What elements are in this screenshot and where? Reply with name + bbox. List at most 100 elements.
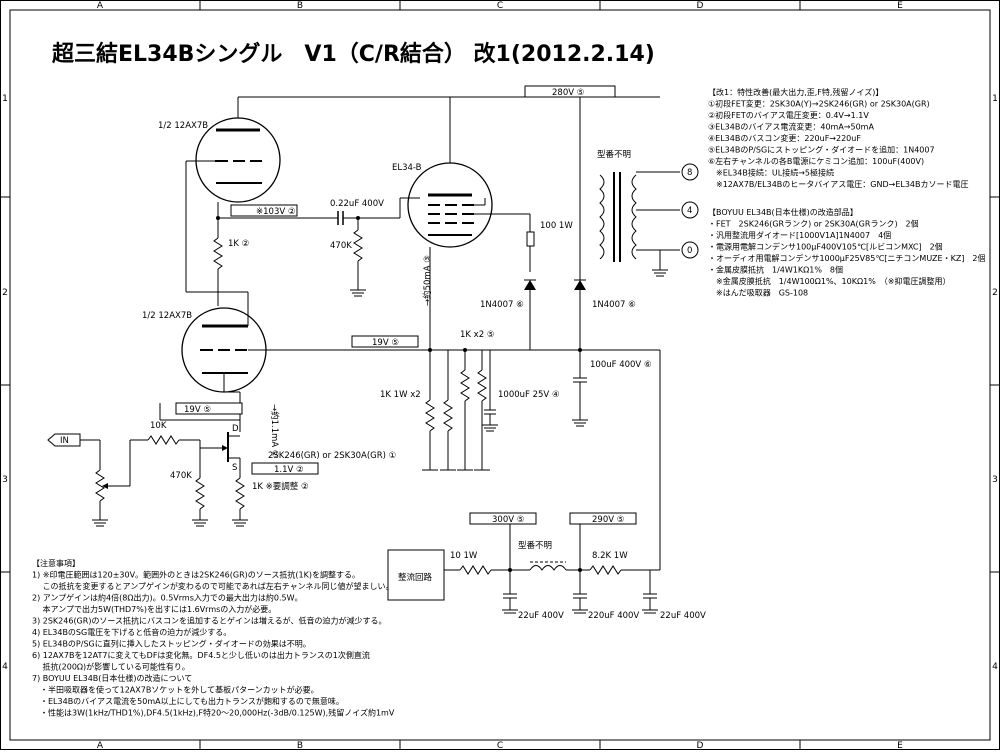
grid-row-4: 4	[2, 662, 8, 672]
diode2-label: 1N4007 ⑥	[592, 300, 636, 310]
caution-note-line: 【注意事項】	[32, 558, 80, 568]
caution-note-line: ・EL34Bのバイアス電流を50mA以上にしても出力トランスが飽和するので無意味…	[32, 696, 344, 706]
revision-note-line: 【改1：特性改善(最大出力,歪,F特,残留ノイズ)】	[708, 87, 883, 97]
psu-c1-label: 22uF 400V	[518, 611, 564, 621]
grid-row-4-right: 4	[992, 662, 998, 672]
voltage-280v: 280V ⑤	[552, 88, 584, 98]
cathode-res-1w-label: 1K 1W x2	[380, 390, 421, 400]
voltage-300v: 300V ⑤	[492, 515, 524, 525]
voltage-box-103v	[230, 204, 298, 217]
voltage-103v: ※103V ②	[256, 207, 295, 217]
revision-note-line: ②初段FETのバイアス電圧変更：0.4V→1.1V	[708, 110, 869, 120]
tube-v1b-label: 1/2 12AX7B	[142, 311, 192, 321]
bias-current-label: →約50mA ③	[422, 255, 433, 306]
fet-gate-res-label: 10K	[150, 421, 167, 431]
psu-r1-label: 10 1W	[450, 551, 478, 561]
power-supply	[387, 520, 661, 614]
caution-note-line: この抵抗を変更するとアンプゲインが変わるので可能であれば左右チャンネル同じ値が望…	[32, 581, 394, 591]
fet-label: 2SK246(GR) or 2SK30A(GR) ①	[268, 451, 396, 461]
caution-note-line: 1) ※印電圧範囲は120±30V。範囲外のときは2SK246(GR)のソース抵…	[32, 570, 360, 580]
caution-note-line: 7) BOYUU EL34B(日本仕様)の改造について	[32, 673, 192, 683]
grid-col-d-bottom: D	[697, 741, 704, 750]
page-title: 超三結EL34Bシングル V1（C/R結合） 改1(2012.2.14)	[52, 41, 655, 67]
grid-col-a: A	[97, 1, 104, 11]
grid-col-c: C	[497, 1, 503, 11]
parts-note-line: ・金属皮膜抵抗 1/4W1KΩ1% 8個	[708, 265, 843, 275]
psu-choke-label: 型番不明	[518, 540, 552, 551]
caution-notes: 【注意事項】 1) ※印電圧範囲は120±30V。範囲外のときは2SK246(GR…	[32, 558, 395, 718]
revision-note-line: ⑤EL34BのP/SGにストッピング・ダイオードを追加：1N4007	[708, 145, 935, 155]
grid-row-2: 2	[2, 288, 8, 298]
caution-note-line: 5) EL34BのP/SGに直列に挿入したストッピング・ダイオードの効果は不明。	[32, 639, 311, 649]
cathode-res-x2-label: 1K x2 ⑤	[460, 330, 494, 340]
voltage-box-280v	[524, 85, 616, 98]
tube-el34-label: EL34-B	[392, 163, 422, 173]
grid-row-2-right: 2	[992, 288, 998, 298]
parts-notes: 【BOYUU EL34B(日本仕様)の改造部品】・FET 2SK246(GRラン…	[708, 207, 986, 298]
parts-note-line: ※はんだ吸取器 GS-108	[708, 289, 808, 298]
voltage-box-290v	[569, 512, 637, 525]
voltage-19v-bottom: 19V ⑤	[184, 405, 211, 415]
el34-wiring	[428, 96, 661, 520]
plate-decoupling-cap	[572, 350, 588, 427]
psu-c3-label: 22uF 400V	[660, 611, 706, 621]
parts-note-line: ・FET 2SK246(GRランク) or 2SK30A(GRランク) 2個	[708, 219, 919, 229]
tap-4: 4	[687, 206, 692, 216]
plate-res-label: 1K ②	[228, 239, 249, 249]
tap-0: 0	[687, 246, 692, 256]
caution-note-line: 抵抗(200Ω)が影響している可能性有り。	[32, 662, 190, 672]
grid-col-c-bottom: C	[497, 741, 503, 750]
grid-col-b-bottom: B	[297, 741, 303, 750]
psu-r2-label: 8.2K 1W	[592, 551, 628, 561]
v1-wiring	[185, 96, 600, 420]
fet-stage	[47, 403, 248, 527]
fet-current-label: →約1.1mA ②	[269, 404, 280, 458]
voltage-box-19v-top	[351, 335, 419, 348]
grid-res-label: 470K	[330, 241, 352, 251]
revision-note-line: ①初段FET変更：2SK30A(Y)→2SK246(GR) or 2SK30A(…	[708, 99, 930, 109]
psu-c2-label: 220uF 400V	[588, 611, 639, 621]
cathode-cap-label: 1000uF 25V ④	[498, 390, 560, 400]
transformer-label: 型番不明	[597, 149, 631, 160]
parts-note-line: ※金属皮膜抵抗 1/4W100Ω1%、10KΩ1% （※抑電圧調整用）	[708, 276, 951, 286]
tube-v1a-label: 1/2 12AX7B	[158, 121, 208, 131]
parts-note-line: 【BOYUU EL34B(日本仕様)の改造部品】	[708, 207, 858, 217]
voltage-19v-top: 19V ⑤	[372, 338, 399, 348]
revision-note-line: ※EL34B接続：UL接続→5極接続	[708, 168, 834, 178]
grid-row-1: 1	[2, 94, 8, 104]
grid-col-a-bottom: A	[97, 741, 104, 750]
revision-notes: 【改1：特性改善(最大出力,歪,F特,残留ノイズ)】 ①初段FET変更：2SK30…	[708, 87, 969, 189]
fet-s-label: S	[232, 463, 237, 473]
voltage-box-300v	[469, 512, 537, 525]
revision-note-line: ③EL34Bのバイアス電流変更：40mA→50mA	[708, 122, 874, 132]
coupling-capacitor	[330, 197, 420, 225]
fet-d-label: D	[232, 424, 239, 434]
grid-row-1-right: 1	[992, 94, 998, 104]
tube-v1a-symbol	[195, 117, 281, 203]
caution-note-line: 本アンプで出力5W(THD7%)を出すには1.6Vrmsの入力が必要。	[32, 604, 276, 614]
fet-source-res-label: 1K ※要調整 ②	[252, 481, 309, 492]
grid-col-b: B	[297, 1, 303, 11]
grid-row-3: 3	[2, 475, 8, 485]
grid-resistor-470k	[350, 216, 366, 297]
grid-col-d: D	[697, 1, 704, 11]
parts-note-line: ・オーディオ用電解コンデンサ1000μF25V85℃[ニチコンMUZE・KZ] …	[708, 253, 986, 263]
rectifier-label: 整流回路	[398, 572, 433, 583]
plate-cap-label: 100uF 400V ⑥	[590, 360, 652, 370]
voltage-290v: 290V ⑤	[592, 515, 624, 525]
parts-note-line: ・電源用電解コンデンサ100μF400V105℃[ルビコンMXC] 2個	[708, 242, 943, 252]
caution-note-line: 2) アンプゲインは約4倍(8Ω出力)。0.5Vrms入力での最大出力は約0.5…	[32, 593, 303, 603]
tap-8: 8	[687, 168, 692, 178]
caution-note-line: 6) 12AX7Bを12AT7に変えてもDFは変化無。DF4.5と少し低いのは出…	[32, 650, 370, 660]
parts-note-line: ・汎用整流用ダイオード[1000V1A]1N4007 4個	[708, 230, 891, 240]
cathode-network	[422, 350, 498, 471]
screen-res-label: 100 1W	[540, 221, 573, 231]
coupling-cap-label: 0.22uF 400V	[330, 199, 384, 209]
grid-col-e-bottom: E	[897, 741, 903, 750]
voltage-1-1v: 1.1V ②	[274, 465, 304, 475]
caution-note-line: 3) 2SK246(GR)のソース抵抗にバスコンを追加するとゲインは増えるが、低…	[32, 616, 386, 626]
output-transformer	[599, 163, 699, 277]
